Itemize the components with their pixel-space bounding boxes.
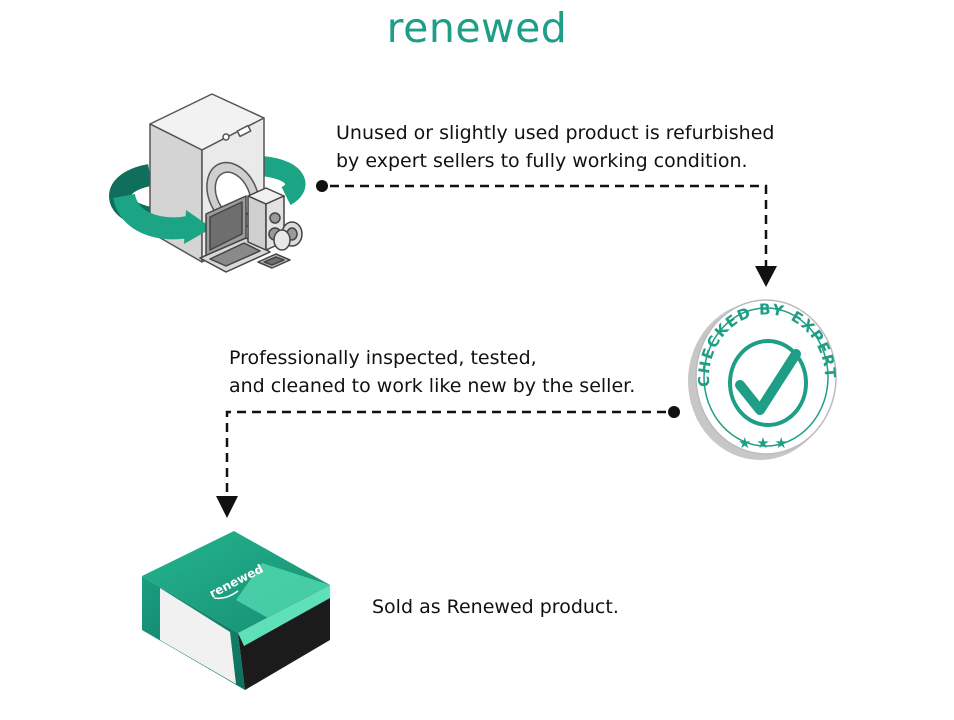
- step-2-line-2: and cleaned to work like new by the sell…: [229, 375, 636, 397]
- page-title: renewed: [386, 4, 568, 52]
- refurbish-arrow-tail: [260, 156, 306, 205]
- laptop-icon: [199, 195, 271, 273]
- connector-1-line: [330, 184, 768, 266]
- phone-icon: [257, 253, 291, 269]
- appliances-illustration: [109, 93, 306, 273]
- speaker-icon: [247, 187, 285, 251]
- step-2-description: Professionally inspected, tested, and cl…: [229, 344, 635, 400]
- step-3-line-1: Sold as Renewed product.: [372, 596, 619, 618]
- connector-2-start-dot: [668, 406, 680, 418]
- connector-2: [216, 406, 680, 518]
- step-1-description: Unused or slightly used product is refur…: [336, 119, 774, 175]
- refurbish-arrow-head: [184, 210, 212, 244]
- box-right-side: [238, 585, 330, 690]
- box-left-panel: [160, 588, 236, 684]
- box-right-lip: [238, 585, 330, 646]
- connector-1: [316, 180, 777, 287]
- checked-by-experts-badge: CHECKED BY EXPERTS ★ ★ ★: [0, 0, 838, 460]
- badge-stars: ★ ★ ★: [738, 434, 788, 452]
- box-logo-smile: [213, 590, 239, 600]
- badge-face: [695, 299, 837, 455]
- connector-2-arrowhead: [216, 496, 238, 518]
- step-2-line-1: Professionally inspected, tested,: [229, 347, 537, 369]
- connector-1-start-dot: [316, 180, 328, 192]
- connector-1-arrowhead: [755, 266, 777, 287]
- step-1-line-2: by expert sellers to fully working condi…: [336, 150, 748, 172]
- renewed-box-illustration: renewed: [142, 531, 330, 690]
- accessory-icon: [273, 221, 303, 251]
- step-1-line-1: Unused or slightly used product is refur…: [336, 122, 775, 144]
- badge-outer-ring: [703, 307, 829, 447]
- badge-inner-ring: [728, 339, 808, 427]
- step-3-description: Sold as Renewed product.: [372, 593, 619, 621]
- refurbish-arrow-front: [113, 192, 195, 240]
- box-top-highlight: [236, 563, 330, 618]
- check-mark-icon: [735, 349, 801, 415]
- connector-2-line: [225, 410, 666, 496]
